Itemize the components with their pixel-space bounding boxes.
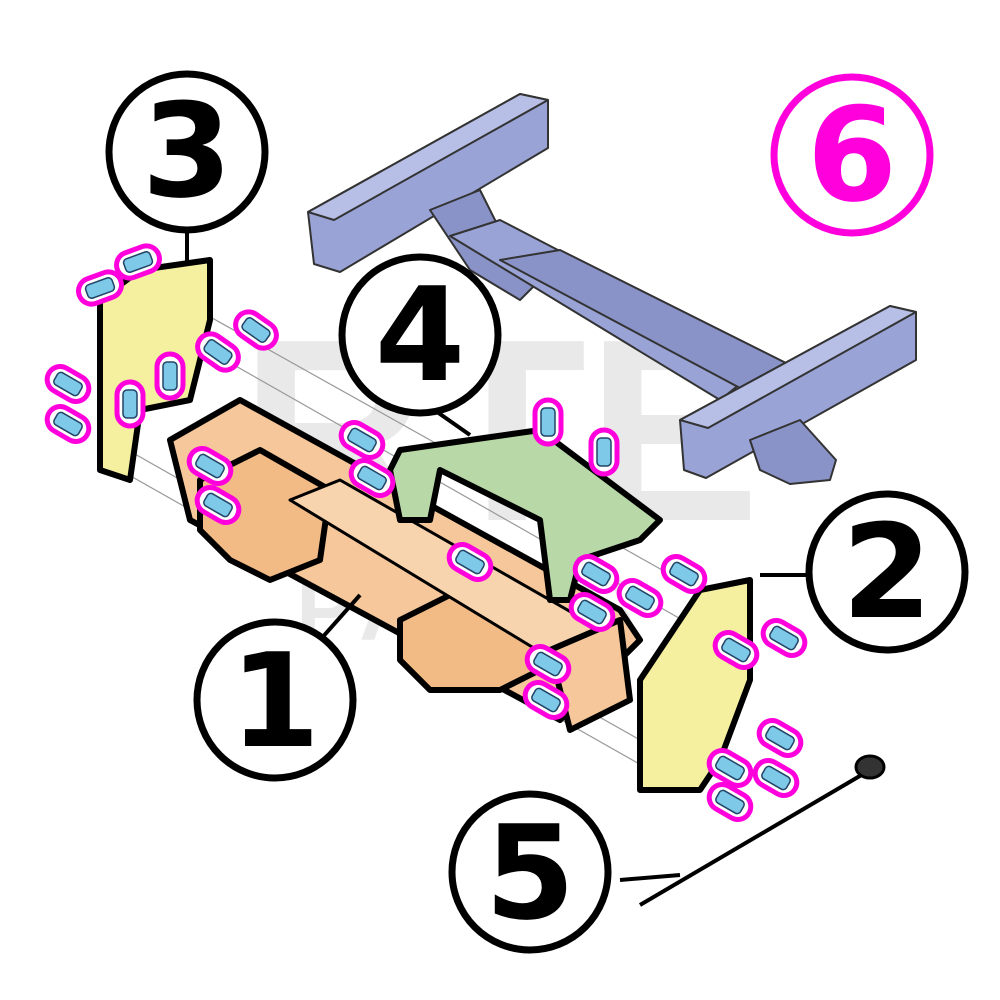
fastener bbox=[44, 404, 92, 444]
callout-5: 5 bbox=[448, 790, 612, 954]
center-support-bracket-part bbox=[387, 427, 663, 603]
fastener bbox=[568, 592, 616, 632]
callout-6: 6 bbox=[770, 73, 934, 237]
main-crossbar-part bbox=[167, 397, 643, 733]
fastener bbox=[114, 379, 146, 429]
fastener bbox=[712, 630, 760, 670]
fastener bbox=[756, 718, 804, 758]
fastener bbox=[233, 309, 279, 351]
fastener bbox=[572, 554, 620, 594]
callout-2: 2 bbox=[805, 490, 969, 654]
vehicle-frame-part bbox=[307, 93, 917, 485]
callout-4-label: 4 bbox=[375, 259, 465, 411]
safety-cable-part bbox=[638, 754, 886, 907]
fastener bbox=[154, 351, 186, 401]
callout-6-label: 6 bbox=[807, 79, 897, 231]
callout-4: 4 bbox=[338, 253, 502, 417]
callout-3: 3 bbox=[105, 70, 269, 234]
fastener bbox=[522, 680, 570, 720]
fastener bbox=[76, 269, 124, 307]
fastener bbox=[338, 420, 386, 460]
fastener bbox=[524, 644, 572, 684]
callout-1: 1 bbox=[193, 618, 357, 782]
fastener bbox=[706, 782, 754, 822]
callout-3-label: 3 bbox=[142, 75, 232, 227]
fastener bbox=[532, 397, 564, 447]
fastener bbox=[348, 458, 396, 498]
fastener bbox=[446, 542, 494, 582]
fasteners bbox=[44, 243, 808, 822]
fastener bbox=[660, 554, 708, 594]
fastener bbox=[752, 758, 800, 798]
fastener bbox=[194, 485, 242, 525]
fastener bbox=[588, 427, 620, 477]
callout-5-label: 5 bbox=[485, 797, 575, 949]
fastener bbox=[186, 446, 234, 486]
fastener bbox=[706, 748, 754, 788]
callout-2-label: 2 bbox=[842, 496, 932, 648]
fastener bbox=[616, 578, 664, 618]
callout-1-label: 1 bbox=[230, 625, 320, 777]
fastener bbox=[44, 364, 92, 404]
fastener bbox=[760, 618, 808, 658]
fastener bbox=[114, 243, 162, 281]
